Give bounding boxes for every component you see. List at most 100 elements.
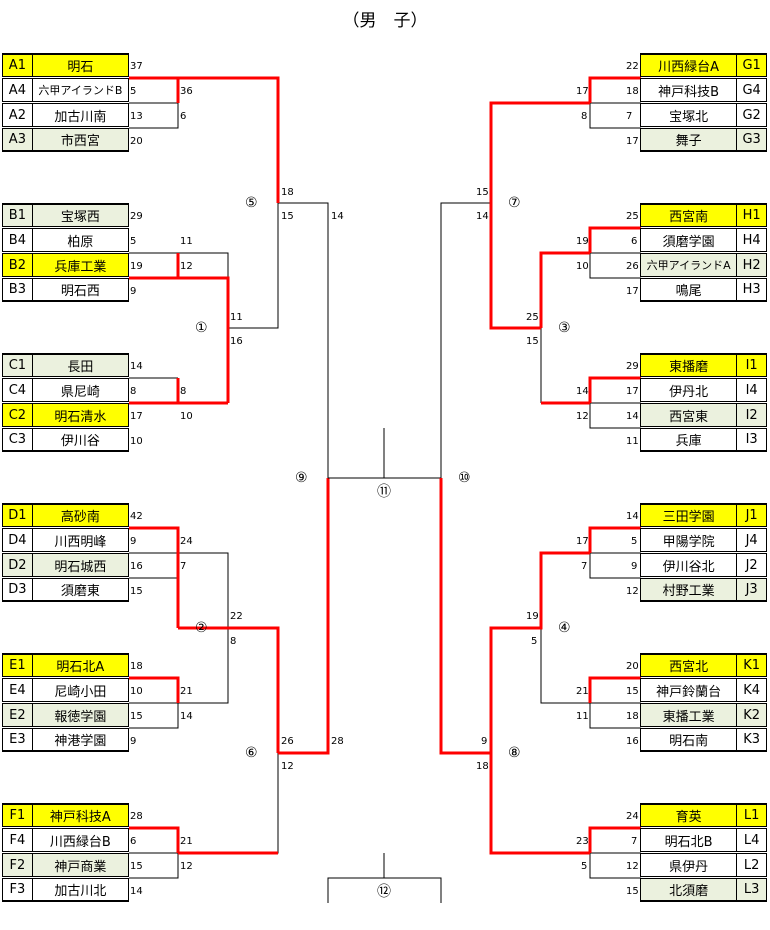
team-name: 兵庫工業 [54,259,107,275]
bracket-line [178,753,279,854]
team-name: 尼崎小田 [54,684,107,700]
bracket-line [589,402,641,429]
match-number-1: ① [195,320,208,336]
match-number-6: ⑥ [245,745,258,761]
match-number-3: ③ [558,320,571,336]
team-code: D2 [3,554,33,576]
team-name: 舞子 [675,134,702,149]
score-label: 9 [130,536,137,547]
bracket-line [540,628,590,704]
team-name: 育英 [675,810,702,825]
score-label: 17 [626,386,639,397]
team-row-f2: F2 神戸商業 [2,853,129,877]
score-label: 11 [576,711,589,722]
bracket-line [178,626,280,753]
score-label: 14 [331,211,344,222]
score-label: 24 [626,811,639,822]
team-code: C2 [3,404,33,426]
bracket-line [489,101,590,330]
team-name: 柏原 [67,234,94,250]
bracket-line [588,376,641,403]
bracket-line [489,753,590,855]
team-name: 北須磨 [669,884,709,899]
score-label: 19 [576,236,589,247]
team-code: H4 [736,229,766,251]
bracket-line [129,102,179,129]
bracket-line [439,478,491,755]
team-name: 加古川北 [54,884,107,899]
team-name: 神戸科技A [49,810,111,825]
team-code: F2 [3,854,33,876]
team-name: 報徳学園 [54,709,107,725]
team-name: 県伊丹 [669,859,709,875]
team-code: G4 [736,79,766,101]
score-label: 17 [576,86,589,97]
score-label: 16 [230,336,243,347]
bracket-line [589,852,641,879]
team-name: 東播磨 [669,360,709,375]
team-code: D4 [3,529,33,551]
score-label: 11 [626,436,639,447]
team-row-g3: 舞子 G3 [640,128,767,152]
team-code: F3 [3,879,33,900]
score-label: 12 [626,586,639,597]
match-number-8: ⑧ [508,745,521,761]
score-label: 5 [631,536,638,547]
team-code: C3 [3,429,33,450]
team-code: B1 [3,205,33,226]
score-label: 14 [130,361,143,372]
team-code: G1 [736,55,766,76]
team-name: 明石 [67,60,94,75]
score-label: 10 [576,261,589,272]
team-name: 宝塚西 [60,210,100,225]
score-label: 14 [180,711,193,722]
score-label: 21 [180,686,193,697]
bracket-line [178,276,230,403]
team-row-b1: B1 宝塚西 [2,203,129,227]
team-code: A2 [3,104,33,126]
team-name: 須磨東 [60,584,100,599]
match-number-5: ⑤ [245,195,258,211]
team-code: J3 [736,579,766,600]
score-label: 19 [526,611,539,622]
team-name: 神戸商業 [54,859,107,875]
score-label: 22 [626,61,639,72]
score-label: 9 [130,736,137,747]
team-code: B4 [3,229,33,251]
team-code: K2 [736,704,766,726]
team-name: 三田学園 [662,510,715,525]
team-code: I4 [736,379,766,401]
team-name: 村野工業 [662,584,715,599]
team-code: H1 [736,205,766,226]
team-code: A3 [3,129,33,150]
team-code: G3 [736,129,766,150]
team-name: 県尼崎 [60,384,100,400]
score-label: 8 [130,386,137,397]
score-label: 7 [626,111,633,122]
match-number-2: ② [195,620,208,636]
team-name: 長田 [67,360,94,375]
team-name: 西宮北 [669,660,709,675]
score-label: 13 [130,111,143,122]
score-label: 9 [631,561,638,572]
score-label: 18 [130,661,143,672]
team-code: E3 [3,729,33,750]
